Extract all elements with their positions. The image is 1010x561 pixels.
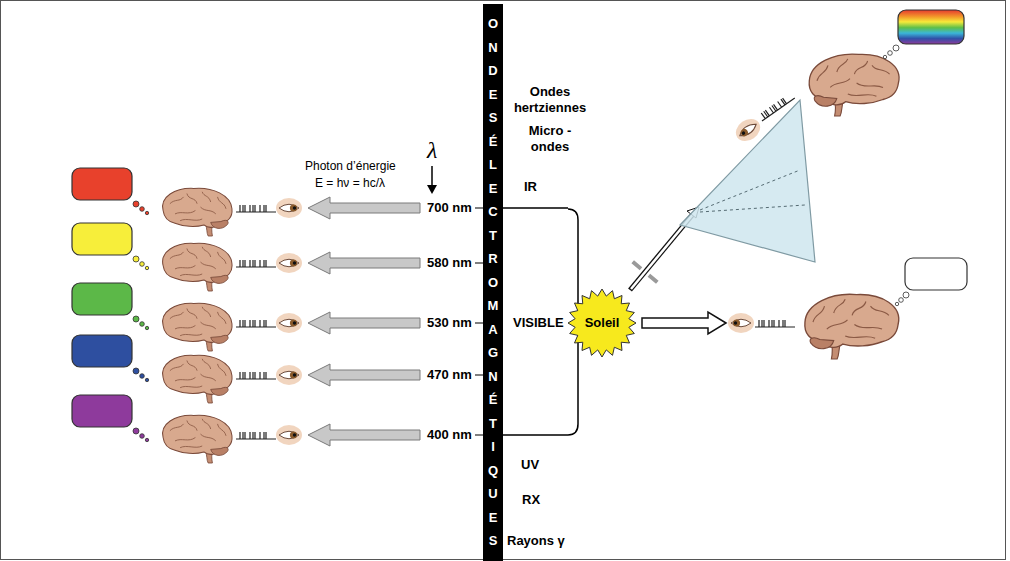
nerve-signal xyxy=(236,372,276,379)
wavelength-tick xyxy=(475,208,483,435)
bubble-dot xyxy=(899,298,904,303)
bubble-dot xyxy=(145,266,148,269)
thought-bubble xyxy=(72,223,132,255)
bubble-dot xyxy=(145,438,148,441)
photon-arrow xyxy=(308,252,420,274)
bubble-dot xyxy=(140,374,145,379)
bubble-dot xyxy=(133,316,139,322)
thought-bubble xyxy=(72,395,132,427)
bubble-dot xyxy=(145,378,148,381)
bubble-dot xyxy=(145,211,148,214)
thought-bubble xyxy=(72,168,132,200)
spectrum-range: Ondes hertziennes xyxy=(504,84,596,116)
bubble-dot xyxy=(145,326,148,329)
spectrum-band: ONDES ÉLECTROMAGNÉTIQUES xyxy=(483,4,503,561)
bubble-dot xyxy=(903,292,909,298)
eye xyxy=(276,425,302,445)
energy-formula: E = hν = hc/λ xyxy=(315,176,385,190)
prism xyxy=(680,100,815,262)
bubble-dot xyxy=(133,201,139,207)
wavelength-label: 580 nm xyxy=(427,255,472,271)
eye xyxy=(728,313,754,333)
lambda-arrow xyxy=(431,166,433,186)
sun-label: Soleil xyxy=(585,315,620,331)
eye xyxy=(276,253,302,273)
refracted-ray xyxy=(700,170,805,212)
bubble-dot xyxy=(140,434,145,439)
wavelength-label: 700 nm xyxy=(427,200,472,216)
brain xyxy=(809,54,899,116)
brain xyxy=(163,355,232,403)
lambda-arrowhead xyxy=(427,185,437,194)
spectrum-range: Micro -ondes xyxy=(523,123,577,155)
brain xyxy=(163,243,232,291)
nerve-signal xyxy=(758,92,795,121)
bubble-dot xyxy=(140,322,145,327)
brain xyxy=(805,294,899,359)
wavelength-label: 530 nm xyxy=(427,315,472,331)
eye xyxy=(276,365,302,385)
nerve-signal xyxy=(236,260,276,267)
photon-arrow xyxy=(308,197,420,219)
eye xyxy=(276,313,302,333)
bubble-dot xyxy=(893,45,899,51)
wavelength-label: 470 nm xyxy=(427,367,472,383)
nerve-signal xyxy=(755,320,795,327)
light-arrow xyxy=(642,312,726,334)
bubble-dot xyxy=(888,51,893,56)
thought-bubble xyxy=(905,258,967,290)
bubble-dot xyxy=(140,262,145,267)
nerve-signal xyxy=(236,432,276,439)
eye xyxy=(732,114,765,145)
sun-shape xyxy=(568,289,636,357)
spectrum-range: UV xyxy=(521,457,539,473)
bubble-dot xyxy=(133,428,139,434)
bubble-dot xyxy=(895,302,898,305)
sun-star: Soleil xyxy=(567,288,637,358)
eye xyxy=(276,198,302,218)
brain xyxy=(163,415,232,463)
spectrum-range: Rayons γ xyxy=(507,533,565,549)
band-text: ONDES ÉLECTROMAGNÉTIQUES xyxy=(488,4,499,553)
photon-arrow xyxy=(308,364,420,386)
bubble-dot xyxy=(133,368,139,374)
spectrum-range: RX xyxy=(522,492,540,508)
rainbow-bubble xyxy=(898,10,964,44)
wavelength-symbol: λ xyxy=(427,137,437,163)
photon-arrow xyxy=(308,312,420,334)
photon-arrow xyxy=(308,424,420,446)
nerve-signal xyxy=(236,320,276,327)
brain xyxy=(163,303,232,351)
slit xyxy=(633,262,658,282)
bubble-dot xyxy=(133,256,139,262)
thought-bubble xyxy=(72,335,132,367)
brain xyxy=(163,188,232,236)
bubble-dot xyxy=(883,55,886,58)
nerve-signal xyxy=(236,205,276,212)
range-line xyxy=(503,208,568,435)
wavelength-label: 400 nm xyxy=(427,427,472,443)
spectrum-range: IR xyxy=(524,179,537,195)
thought-bubble xyxy=(72,283,132,315)
spectrum-range: VISIBLE xyxy=(513,315,564,331)
bubble-dot xyxy=(140,207,145,212)
photon-caption: Photon d’énergie xyxy=(305,159,396,173)
